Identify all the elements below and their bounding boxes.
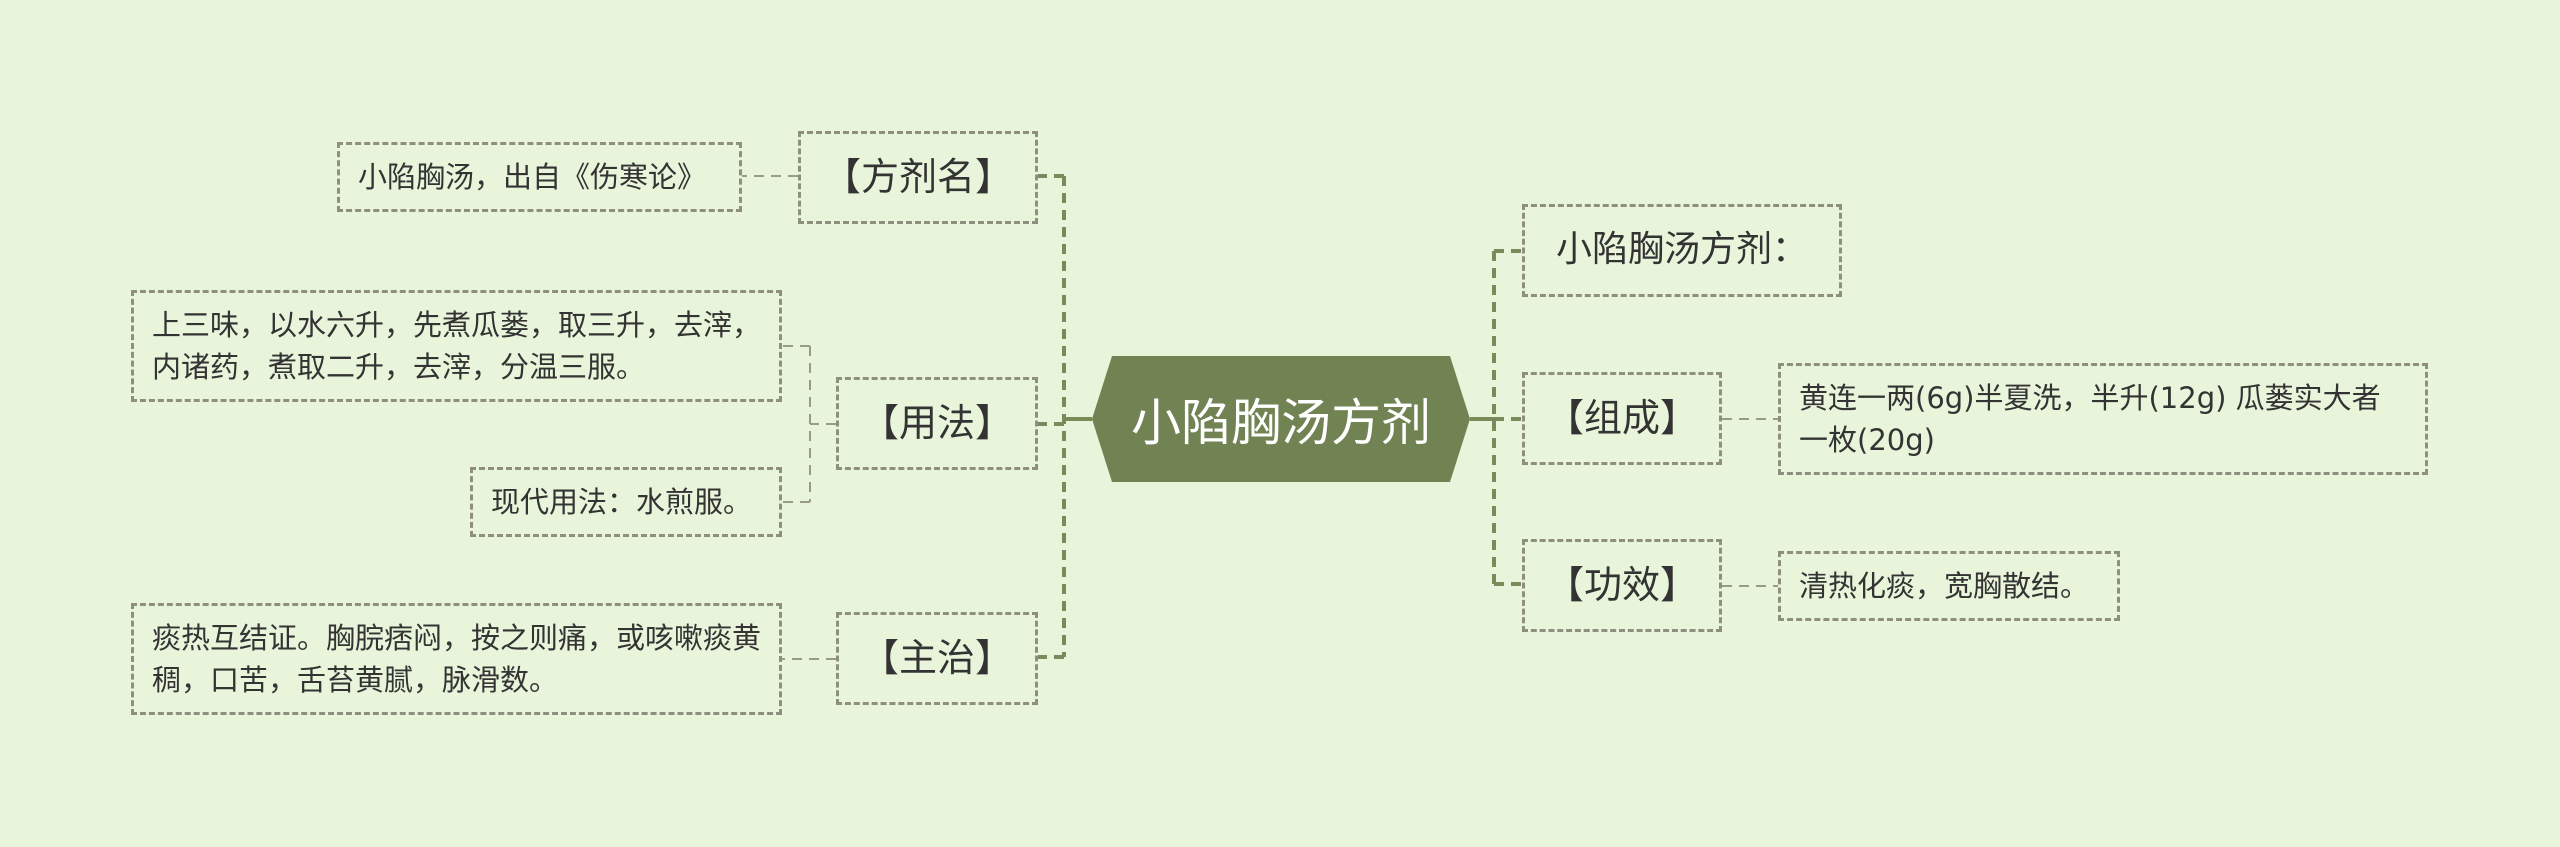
node-zhuzhi[interactable]: 【主治】 bbox=[836, 612, 1038, 705]
node-zhuzhi-detail-text: 痰热互结证。胸脘痞闷，按之则痛，或咳嗽痰黄稠，口苦，舌苔黄腻，脉滑数。 bbox=[152, 620, 762, 697]
node-gongxiao-detail-text: 清热化痰，宽胸散结。 bbox=[1799, 568, 2090, 603]
node-yongfa-detail-1-text: 上三味，以水六升，先煮瓜蒌，取三升，去滓，内诸药，煮取二升，去滓，分温三服。 bbox=[152, 307, 762, 384]
node-yongfa-detail-2-text: 现代用法：水煎服。 bbox=[491, 484, 753, 519]
node-zucheng[interactable]: 【组成】 bbox=[1522, 372, 1722, 465]
node-fangjiming-label: 【方剂名】 bbox=[822, 154, 1013, 199]
central-topic[interactable]: 小陷胸汤方剂 bbox=[1092, 356, 1470, 482]
node-heading[interactable]: 小陷胸汤方剂： bbox=[1522, 204, 1842, 297]
node-yongfa[interactable]: 【用法】 bbox=[836, 377, 1038, 470]
node-zucheng-detail-text: 黄连一两(6g)半夏洗，半升(12g) 瓜蒌实大者一枚(20g) bbox=[1799, 380, 2381, 457]
node-zucheng-detail[interactable]: 黄连一两(6g)半夏洗，半升(12g) 瓜蒌实大者一枚(20g) bbox=[1778, 363, 2428, 475]
node-gongxiao[interactable]: 【功效】 bbox=[1522, 539, 1722, 632]
node-gongxiao-label: 【功效】 bbox=[1545, 562, 1698, 607]
node-fangjiming-detail[interactable]: 小陷胸汤，出自《伤寒论》 bbox=[337, 142, 742, 212]
node-zhuzhi-label: 【主治】 bbox=[860, 635, 1013, 680]
node-fangjiming[interactable]: 【方剂名】 bbox=[798, 131, 1038, 224]
node-yongfa-detail-2[interactable]: 现代用法：水煎服。 bbox=[470, 467, 782, 537]
central-topic-label: 小陷胸汤方剂 bbox=[1131, 394, 1431, 452]
node-fangjiming-detail-text: 小陷胸汤，出自《伤寒论》 bbox=[358, 159, 707, 194]
node-gongxiao-detail[interactable]: 清热化痰，宽胸散结。 bbox=[1778, 551, 2120, 621]
node-yongfa-label: 【用法】 bbox=[860, 400, 1013, 445]
node-zhuzhi-detail[interactable]: 痰热互结证。胸脘痞闷，按之则痛，或咳嗽痰黄稠，口苦，舌苔黄腻，脉滑数。 bbox=[131, 603, 782, 715]
node-yongfa-detail-1[interactable]: 上三味，以水六升，先煮瓜蒌，取三升，去滓，内诸药，煮取二升，去滓，分温三服。 bbox=[131, 290, 782, 402]
node-heading-label: 小陷胸汤方剂： bbox=[1555, 229, 1808, 271]
node-zucheng-label: 【组成】 bbox=[1545, 395, 1698, 440]
